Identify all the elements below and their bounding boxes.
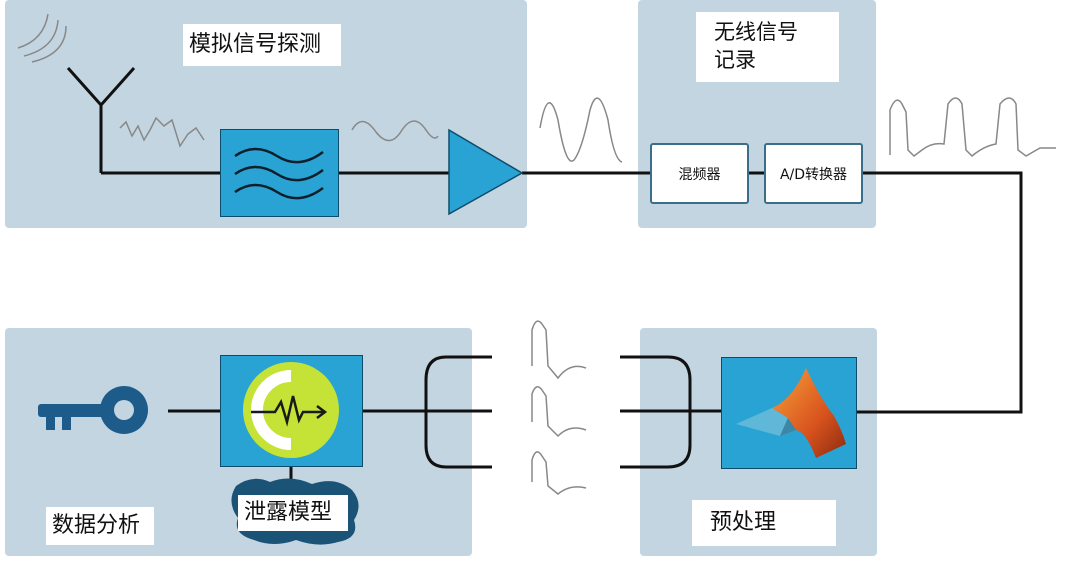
wireless-recording-title-line1: 无线信号 [714, 20, 798, 44]
amplifier-icon [448, 128, 524, 216]
leakage-analysis-icon [243, 362, 339, 458]
adc-box: A/D转换器 [764, 143, 863, 204]
noisy-signal-waveform [119, 116, 205, 148]
top-signal-line [101, 171, 1023, 414]
adc-label: A/D转换器 [779, 166, 848, 183]
digital-signal-waveform [889, 97, 1056, 158]
bandpass-filter-box [220, 129, 339, 217]
leakage-model-box [220, 355, 363, 467]
matlab-logo-icon [736, 368, 846, 458]
preprocessing-tool-box [721, 357, 857, 469]
mixer-label: 混频器 [678, 166, 721, 183]
mixer-box: 混频器 [650, 143, 749, 204]
filtered-signal-waveform [351, 120, 439, 142]
radio-wave-icon [17, 13, 67, 63]
wireless-recording-title-line2: 记录 [714, 48, 756, 72]
filter-waves-icon [234, 147, 324, 200]
power-trace-waveforms [531, 320, 587, 495]
leakage-model-label: 泄露模型 [238, 495, 348, 531]
amplified-signal-waveform [539, 97, 623, 163]
data-analysis-title: 数据分析 [46, 507, 154, 545]
wireless-recording-title: 无线信号 记录 [696, 12, 839, 82]
analog-detection-title: 模拟信号探测 [183, 24, 341, 66]
preprocessing-title: 预处理 [692, 500, 836, 546]
antenna-icon [66, 67, 136, 173]
bottom-signal-lines [168, 355, 722, 488]
